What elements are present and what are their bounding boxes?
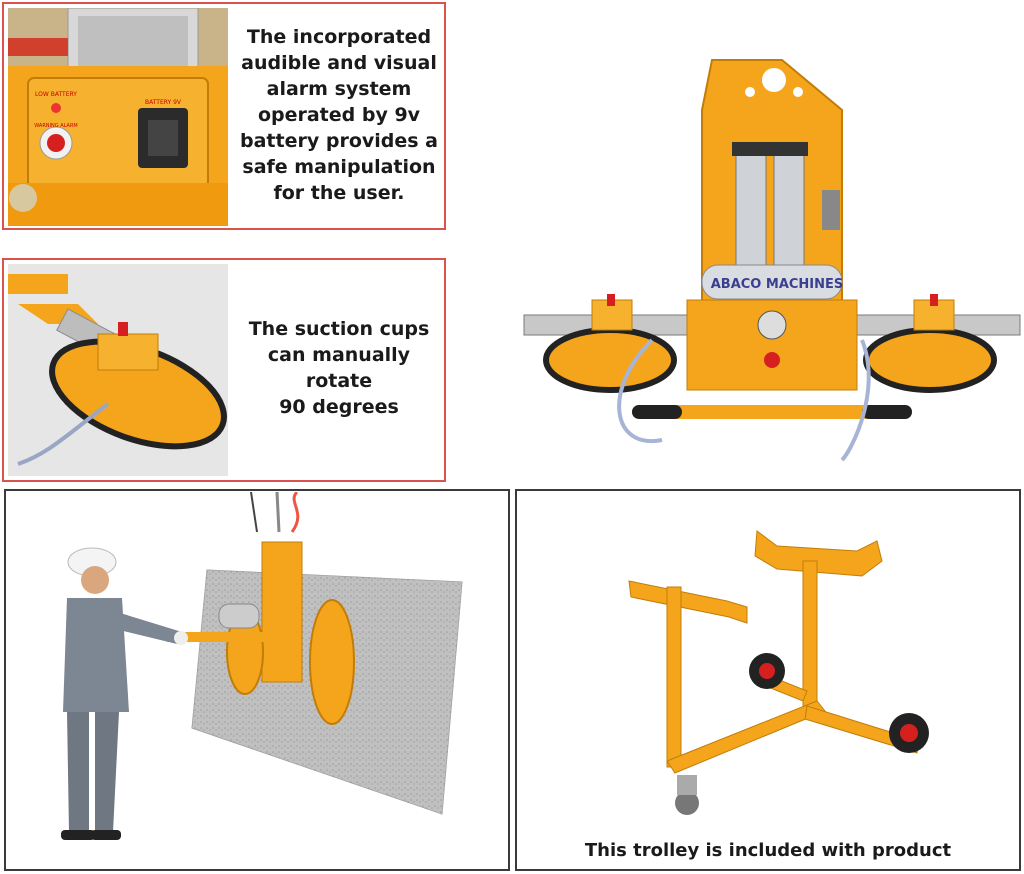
- trolley-photo: [628, 530, 929, 815]
- alarm-caption-line: audible and visual: [241, 52, 437, 74]
- worker-lifting-slab-photo: [61, 492, 463, 840]
- trolley-panel: This trolley is included with product: [515, 489, 1021, 871]
- alarm-caption: The incorporated audible and visual alar…: [236, 24, 442, 206]
- alarm-caption-line: battery provides a: [240, 130, 438, 152]
- alarm-caption-line: safe manipulation: [242, 156, 436, 178]
- brand-label: ABACO MACHINES: [711, 277, 844, 292]
- alarm-caption-line: for the user.: [273, 182, 405, 204]
- suction-cup-photo: [8, 264, 228, 476]
- vacuum-lifter-photo: ABACO MACHINES: [523, 59, 1021, 462]
- rotation-caption-line: can manually rotate: [267, 344, 411, 392]
- alarm-caption-line: alarm system: [266, 78, 412, 100]
- alarm-caption-line: operated by 9v: [257, 104, 421, 126]
- trolley-caption: This trolley is included with product: [584, 840, 952, 861]
- warning-alarm-label: WARNING ALARM: [34, 123, 78, 129]
- rotation-caption: The suction cups can manually rotate 90 …: [236, 316, 442, 420]
- battery-label: BATTERY 9V: [145, 99, 182, 106]
- low-battery-label: LOW BATTERY: [35, 91, 77, 98]
- rotation-caption-line: The suction cups: [248, 318, 430, 340]
- rotation-caption-line: 90 degrees: [279, 396, 399, 418]
- alarm-box-photo: LOW BATTERY BATTERY 9V WARNING ALARM: [8, 8, 228, 226]
- alarm-feature-panel: LOW BATTERY BATTERY 9V WARNING ALARM The…: [2, 2, 446, 230]
- rotation-feature-panel: The suction cups can manually rotate 90 …: [2, 258, 446, 482]
- alarm-caption-line: The incorporated: [246, 26, 432, 48]
- usage-photo-panel: [4, 489, 510, 871]
